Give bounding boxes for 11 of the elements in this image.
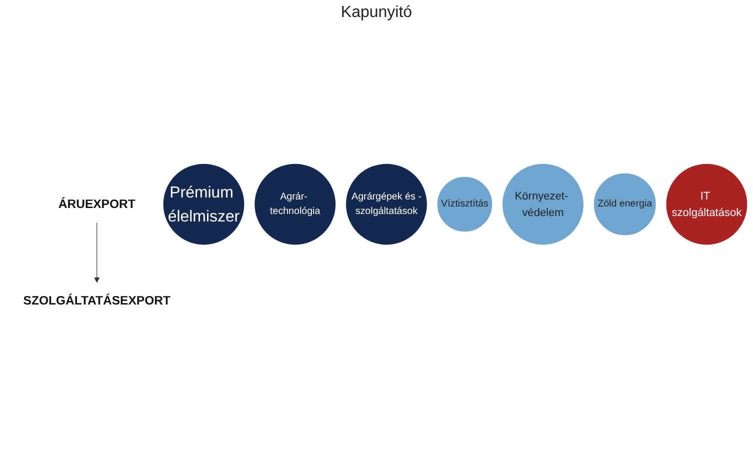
node-circle: Víztisztítás xyxy=(436,175,494,234)
node-circle: Zöld energia xyxy=(592,172,658,238)
node-text: ÁRUEXPORT xyxy=(58,198,136,212)
node-circle: IT szolgáltatások xyxy=(664,162,749,248)
node-text: SZOLGÁLTATÁSEXPORT xyxy=(23,294,170,308)
arrow xyxy=(94,222,100,284)
node-circle: Agrárgépek és -szolgáltatások xyxy=(344,162,429,248)
node-circle: Agrár- technológia xyxy=(252,162,338,248)
caption-text: Kapunyitó xyxy=(340,4,412,22)
node-circle: Környezet- védelem xyxy=(500,162,586,248)
node-circle: Prémium élelmiszer xyxy=(161,162,246,248)
